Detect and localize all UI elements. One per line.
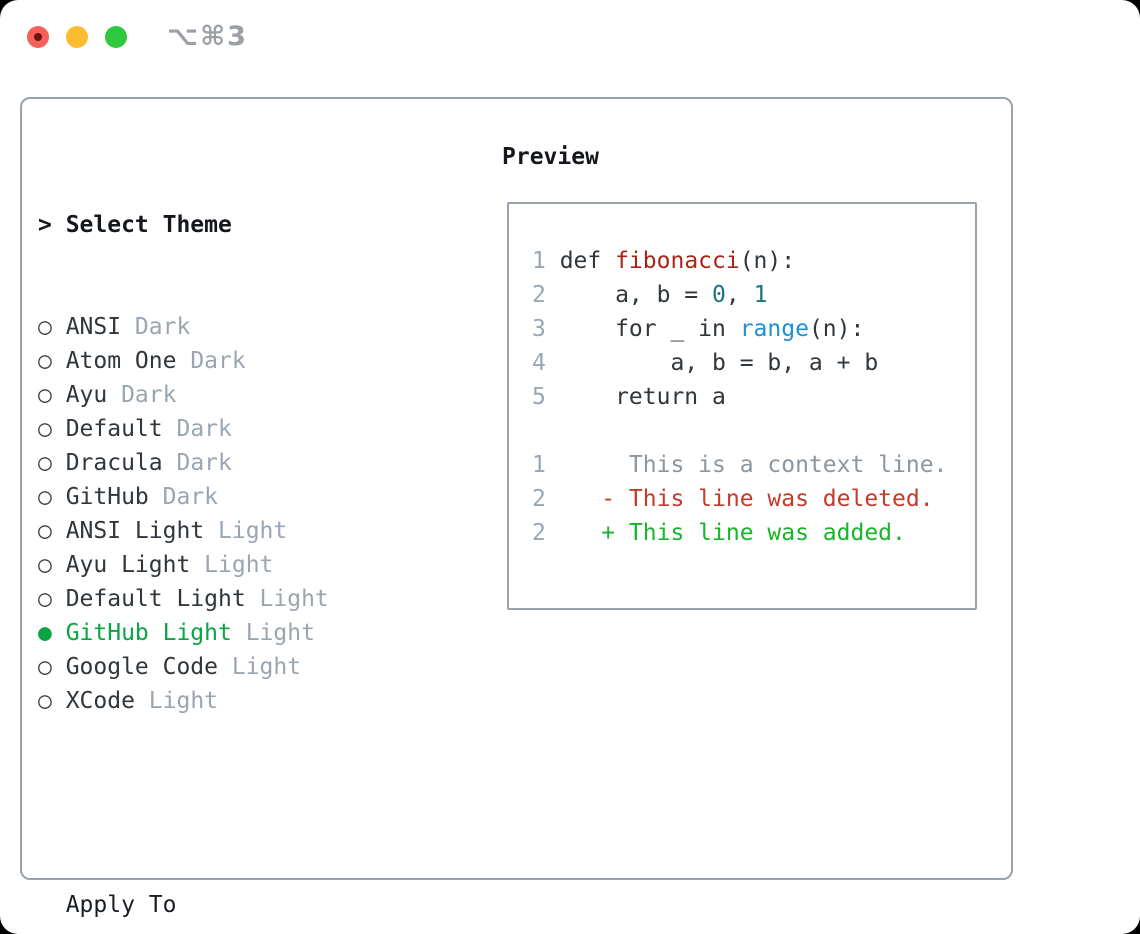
close-button[interactable] bbox=[27, 26, 49, 48]
code-token-builtin: range bbox=[739, 316, 809, 342]
theme-name: Ayu Light bbox=[65, 552, 191, 578]
line-number: 4 bbox=[532, 350, 546, 376]
focus-cursor-icon: > bbox=[38, 212, 52, 238]
theme-name: Google Code bbox=[65, 654, 219, 680]
radio-unselected-icon: ○ bbox=[38, 314, 52, 340]
preview-line: 2 + This line was added. bbox=[532, 516, 975, 550]
preview-line: 4 a, b = b, a + b bbox=[532, 346, 975, 380]
radio-unselected-icon: ○ bbox=[38, 654, 52, 680]
preview-line: 3 for _ in range(n): bbox=[532, 312, 975, 346]
radio-unselected-icon: ○ bbox=[38, 586, 52, 612]
window-title: ⌥⌘3 bbox=[167, 21, 248, 52]
theme-option-github-light[interactable]: ● GitHub Light Light bbox=[38, 616, 426, 650]
code-token-code: for _ in bbox=[559, 316, 740, 342]
radio-unselected-icon: ○ bbox=[38, 484, 52, 510]
code-token-code: def bbox=[559, 248, 616, 274]
code-token-num: 1 bbox=[753, 282, 768, 308]
theme-option-default-light[interactable]: ○ Default Light Light bbox=[38, 582, 426, 616]
theme-name: Default Light bbox=[65, 586, 246, 612]
line-number: 5 bbox=[532, 384, 546, 410]
radio-unselected-icon: ○ bbox=[38, 450, 52, 476]
theme-name: Ayu bbox=[65, 382, 108, 408]
theme-variant: Dark bbox=[176, 416, 232, 442]
theme-name: GitHub bbox=[65, 484, 149, 510]
theme-variant: Light bbox=[231, 654, 302, 680]
code-token-code: (n): bbox=[739, 248, 796, 274]
theme-variant: Dark bbox=[162, 484, 219, 510]
apply-to-label: Apply To bbox=[65, 892, 177, 918]
theme-option-ansi-light[interactable]: ○ ANSI Light Light bbox=[38, 514, 426, 548]
code-token-context: This is a context line. bbox=[559, 452, 948, 478]
theme-name: ANSI Light bbox=[65, 518, 205, 544]
code-token-func: fibonacci bbox=[615, 248, 740, 274]
radio-unselected-icon: ○ bbox=[38, 382, 52, 408]
code-token-code: , bbox=[725, 282, 754, 308]
theme-option-atom-one[interactable]: ○ Atom One Dark bbox=[38, 344, 426, 378]
theme-option-xcode[interactable]: ○ XCode Light bbox=[38, 684, 426, 718]
line-number: 3 bbox=[532, 316, 546, 342]
radio-unselected-icon: ○ bbox=[38, 552, 52, 578]
code-token-added: + This line was added. bbox=[559, 520, 906, 546]
line-number: 2 bbox=[532, 282, 546, 308]
theme-variant: Light bbox=[245, 620, 315, 646]
preview-line: 5 return a bbox=[532, 380, 975, 414]
line-number: 2 bbox=[532, 486, 546, 512]
spacer bbox=[38, 786, 426, 820]
radio-unselected-icon: ○ bbox=[38, 416, 52, 442]
theme-option-github[interactable]: ○ GitHub Dark bbox=[38, 480, 426, 514]
theme-option-ansi[interactable]: ○ ANSI Dark bbox=[38, 310, 426, 344]
theme-variant: Light bbox=[148, 688, 219, 714]
theme-name: Dracula bbox=[65, 450, 163, 476]
line-number: 1 bbox=[532, 248, 546, 274]
theme-variant: Dark bbox=[121, 382, 177, 408]
theme-name: Default bbox=[65, 416, 163, 442]
theme-variant: Dark bbox=[176, 450, 232, 476]
code-token-code: return a bbox=[559, 384, 726, 410]
theme-option-default[interactable]: ○ Default Dark bbox=[38, 412, 426, 446]
theme-name: ANSI bbox=[65, 314, 122, 340]
preview-line: 2 - This line was deleted. bbox=[532, 482, 975, 516]
theme-option-ayu[interactable]: ○ Ayu Dark bbox=[38, 378, 426, 412]
theme-variant: Light bbox=[259, 586, 329, 612]
theme-variant: Light bbox=[204, 552, 274, 578]
radio-unselected-icon: ○ bbox=[38, 688, 52, 714]
line-number: 1 bbox=[532, 452, 546, 478]
theme-option-ayu-light[interactable]: ○ Ayu Light Light bbox=[38, 548, 426, 582]
minimize-button[interactable] bbox=[66, 26, 88, 48]
line-number: 2 bbox=[532, 520, 546, 546]
preview-title: Preview bbox=[502, 144, 599, 170]
preview-line bbox=[532, 414, 975, 448]
maximize-button[interactable] bbox=[105, 26, 127, 48]
theme-variant: Light bbox=[218, 518, 288, 544]
code-token-code: (n): bbox=[808, 316, 865, 342]
traffic-lights bbox=[27, 26, 127, 48]
radio-unselected-icon: ○ bbox=[38, 518, 52, 544]
theme-option-dracula[interactable]: ○ Dracula Dark bbox=[38, 446, 426, 480]
preview-line: 1 This is a context line. bbox=[532, 448, 975, 482]
theme-name: GitHub Light bbox=[65, 620, 232, 646]
code-token-num: 0 bbox=[712, 282, 726, 308]
select-theme-header: > Select Theme bbox=[38, 208, 426, 242]
preview-line: 2 a, b = 0, 1 bbox=[532, 278, 975, 312]
code-token-code: a, b = b, a + b bbox=[559, 350, 879, 376]
radio-unselected-icon: ○ bbox=[38, 348, 52, 374]
code-token-code: a, b = bbox=[559, 282, 713, 308]
code-token-deleted: - This line was deleted. bbox=[559, 486, 934, 512]
theme-variant: Dark bbox=[134, 314, 191, 340]
apply-to-header: Apply To bbox=[38, 888, 426, 922]
preview-line: 1 def fibonacci(n): bbox=[532, 244, 975, 278]
theme-variant: Dark bbox=[190, 348, 246, 374]
theme-name: XCode bbox=[65, 688, 135, 714]
theme-name: Atom One bbox=[65, 348, 177, 374]
select-theme-label: Select Theme bbox=[65, 212, 232, 238]
radio-selected-icon: ● bbox=[38, 620, 52, 646]
theme-option-google-code[interactable]: ○ Google Code Light bbox=[38, 650, 426, 684]
